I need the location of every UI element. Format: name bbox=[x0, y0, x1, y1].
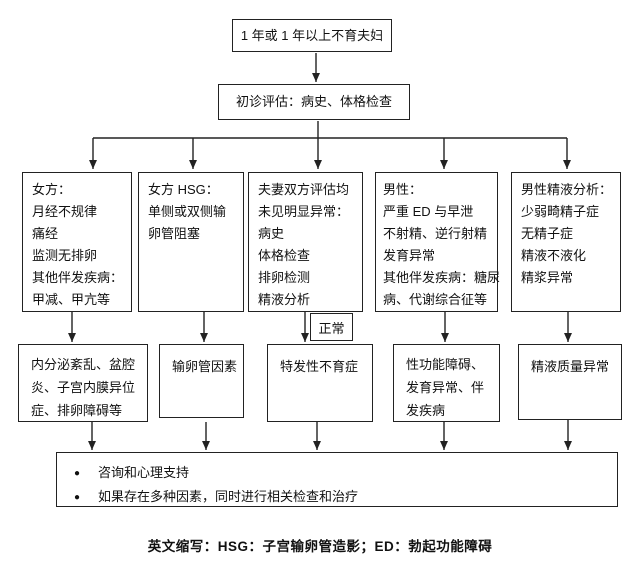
text-line: 卵管阻塞 bbox=[148, 226, 201, 241]
edge-label-normal-text: 正常 bbox=[318, 320, 345, 336]
text-line: 精液不液化 bbox=[521, 248, 587, 263]
text-line: 痛经 bbox=[32, 226, 59, 241]
text-line: 发育异常 bbox=[383, 248, 436, 263]
text-line: 甲减、甲亢等 bbox=[32, 292, 111, 307]
text-line: 发疾病 bbox=[406, 403, 446, 418]
node-female-clinical: 女方： 月经不规律痛经监测无排卵其他伴发疾病： 甲减、甲亢等 bbox=[22, 172, 132, 312]
node-sexual-dysfunction: 性功能障碍、发育异常、伴发疾病 bbox=[393, 344, 500, 422]
text-line: 少弱畸精子症 bbox=[521, 204, 600, 219]
node-initial-evaluation: 初诊评估：病史、体格检查 bbox=[218, 84, 410, 120]
node-initial-evaluation-label: 初诊评估：病史、体格检查 bbox=[235, 94, 392, 109]
node-infertile-couple-label: 1 年或 1 年以上不育夫妇 bbox=[240, 27, 384, 43]
text-line: 精浆异常 bbox=[521, 270, 574, 285]
text-line: 病、代谢综合征等 bbox=[383, 292, 488, 307]
text-line: 症、排卵障碍等 bbox=[31, 403, 123, 418]
node-tubal-factor: 输卵管因素 bbox=[159, 344, 244, 418]
text-line: 未见明显异常： bbox=[258, 204, 350, 219]
text-line: 发育异常、伴 bbox=[406, 380, 485, 395]
text-line: 体格检查 bbox=[258, 248, 311, 263]
text-line: 精液分析 bbox=[258, 292, 311, 307]
text-line: 夫妻双方评估均 bbox=[258, 182, 350, 197]
text-line: 如果存在多种因素，同时进行相关检查和治疗 bbox=[74, 485, 617, 509]
text-line: 严重 ED 与早泄 bbox=[383, 204, 474, 219]
text-line: 输卵管因素 bbox=[172, 359, 238, 374]
text-line: 病史 bbox=[258, 226, 285, 241]
node-male-semen-analysis: 男性精液分析： 少弱畸精子症无精子症精液不液化精浆异常 bbox=[511, 172, 621, 312]
text-line: 男性： bbox=[383, 182, 423, 197]
node-female-hsg: 女方 HSG： 单侧或双侧输卵管阻塞 bbox=[138, 172, 244, 312]
text-line: 咨询和心理支持 bbox=[74, 461, 617, 485]
node-male-clinical: 男性： 严重 ED 与早泄不射精、逆行射精发育异常其他伴发疾病：糖尿病、代谢综合征… bbox=[375, 172, 501, 312]
node-idiopathic-infertility: 特发性不育症 bbox=[267, 344, 373, 422]
text-line: 精液质量异常 bbox=[531, 359, 610, 374]
text-line: 其他伴发疾病： bbox=[32, 270, 124, 285]
node-semen-quality-abnormal: 精液质量异常 bbox=[518, 344, 622, 420]
text-line: 炎、子宫内膜异位 bbox=[31, 380, 136, 395]
abbreviation-caption: 英文缩写：HSG：子宫输卵管造影；ED：勃起功能障碍 bbox=[147, 539, 493, 554]
node-management: 咨询和心理支持如果存在多种因素，同时进行相关检查和治疗 bbox=[56, 452, 618, 507]
text-line: 性功能障碍、 bbox=[406, 357, 485, 372]
text-line: 内分泌紊乱、盆腔 bbox=[31, 357, 136, 372]
text-line: 无精子症 bbox=[521, 226, 574, 241]
text-line: 特发性不育症 bbox=[280, 359, 359, 374]
text-line: 监测无排卵 bbox=[32, 248, 98, 263]
text-line: 女方： bbox=[32, 182, 72, 197]
text-line: 单侧或双侧输 bbox=[148, 204, 227, 219]
text-line: 女方 HSG： bbox=[148, 182, 219, 197]
node-couple-no-abnormality: 夫妻双方评估均未见明显异常： 病史体格检查排卵检测精液分析 bbox=[248, 172, 363, 312]
edge-label-normal: 正常 bbox=[310, 313, 353, 341]
node-endocrine-disorder: 内分泌紊乱、盆腔炎、子宫内膜异位症、排卵障碍等 bbox=[18, 344, 148, 422]
text-line: 排卵检测 bbox=[258, 270, 311, 285]
text-line: 月经不规律 bbox=[32, 204, 98, 219]
text-line: 男性精液分析： bbox=[521, 182, 613, 197]
text-line: 不射精、逆行射精 bbox=[383, 226, 488, 241]
node-infertile-couple: 1 年或 1 年以上不育夫妇 bbox=[232, 19, 392, 52]
text-line: 其他伴发疾病：糖尿 bbox=[383, 270, 501, 285]
